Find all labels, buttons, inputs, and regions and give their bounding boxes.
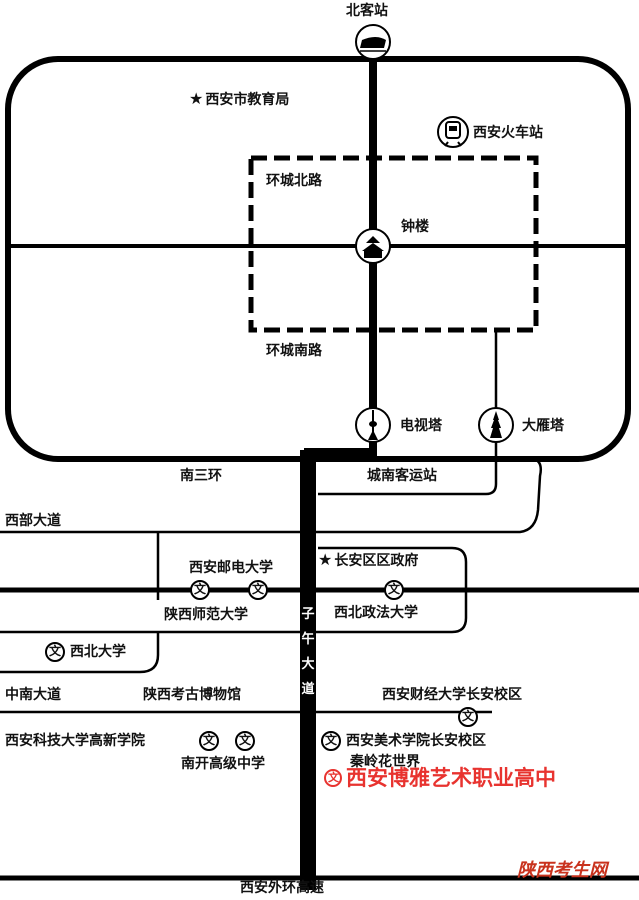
school-glyph: 文 [462, 709, 475, 723]
pagoda-label: 大雁塔 [522, 418, 564, 434]
bell-tower-label: 钟楼 [401, 219, 429, 235]
destination-label: 西安博雅艺术职业高中 [346, 766, 556, 790]
finance-econ-label: 西安财经大学长安校区 [382, 687, 522, 703]
south-third-ring [0, 456, 542, 534]
tv-tower-label: 电视塔 [400, 418, 442, 434]
flower-world-label: 秦岭花世界 [350, 754, 420, 770]
north-train-icon [360, 37, 386, 52]
school-icon-scitech [199, 731, 219, 751]
school-icon-nankai [235, 731, 255, 751]
south-third-label: 南三环 [180, 468, 222, 484]
museum-label: 陕西考古博物馆 [143, 687, 241, 703]
school-icon-arts [321, 731, 341, 751]
school-icon-post [190, 580, 210, 600]
bus-station-road [318, 440, 498, 496]
north-ring-label: 环城北路 [266, 173, 322, 189]
school-glyph: 文 [328, 771, 339, 784]
star-icon: ★ [318, 550, 333, 569]
watermark-logo: 陕西考生网 [517, 860, 607, 881]
changan-gov-label: ★长安区区政府 [318, 550, 419, 569]
bus-station-label: 城南客运站 [367, 468, 437, 484]
school-glyph: 文 [252, 582, 265, 596]
ziwu-avenue [300, 450, 316, 890]
train-icon [444, 121, 462, 147]
school-glyph: 文 [388, 582, 401, 596]
school-icon-destination [324, 769, 342, 787]
pagoda-icon [490, 411, 502, 438]
train-station-label: 西安火车站 [473, 125, 543, 141]
post-telecom-label: 西安邮电大学 [189, 560, 273, 576]
star-icon: ★ [189, 89, 204, 108]
school-glyph: 文 [203, 733, 216, 747]
northwest-law-label: 西北政法大学 [334, 605, 418, 621]
left-road [0, 632, 160, 674]
south-ring-label: 环城南路 [266, 343, 322, 359]
bell-tower-icon [362, 236, 384, 258]
sci-tech-label: 西安科技大学高新学院 [5, 733, 145, 749]
school-glyph: 文 [194, 582, 207, 596]
school-icon-law [384, 580, 404, 600]
city-ring-road [5, 56, 631, 462]
northwest-univ-label: 西北大学 [70, 644, 126, 660]
edu-bureau-label: ★西安市教育局 [189, 89, 290, 108]
nankai-label: 南开高级中学 [181, 756, 265, 772]
shaanxi-normal-label: 陕西师范大学 [164, 607, 248, 623]
school-glyph: 文 [239, 733, 252, 747]
ziwu-label: 子 午 大 道 [301, 607, 315, 697]
school-icon-normal [248, 580, 268, 600]
school-glyph: 文 [49, 644, 62, 658]
school-icon-nwu [45, 642, 65, 662]
fine-arts-label: 西安美术学院长安校区 [346, 733, 486, 749]
zhongnan-label: 中南大道 [5, 687, 61, 703]
outer-ring-label: 西安外环高速 [240, 880, 324, 896]
tv-tower-icon [368, 410, 378, 440]
xibu-label: 西部大道 [5, 513, 61, 529]
north-station-label: 北客站 [346, 3, 388, 19]
school-icon-finance [458, 707, 478, 727]
school-glyph: 文 [325, 733, 338, 747]
